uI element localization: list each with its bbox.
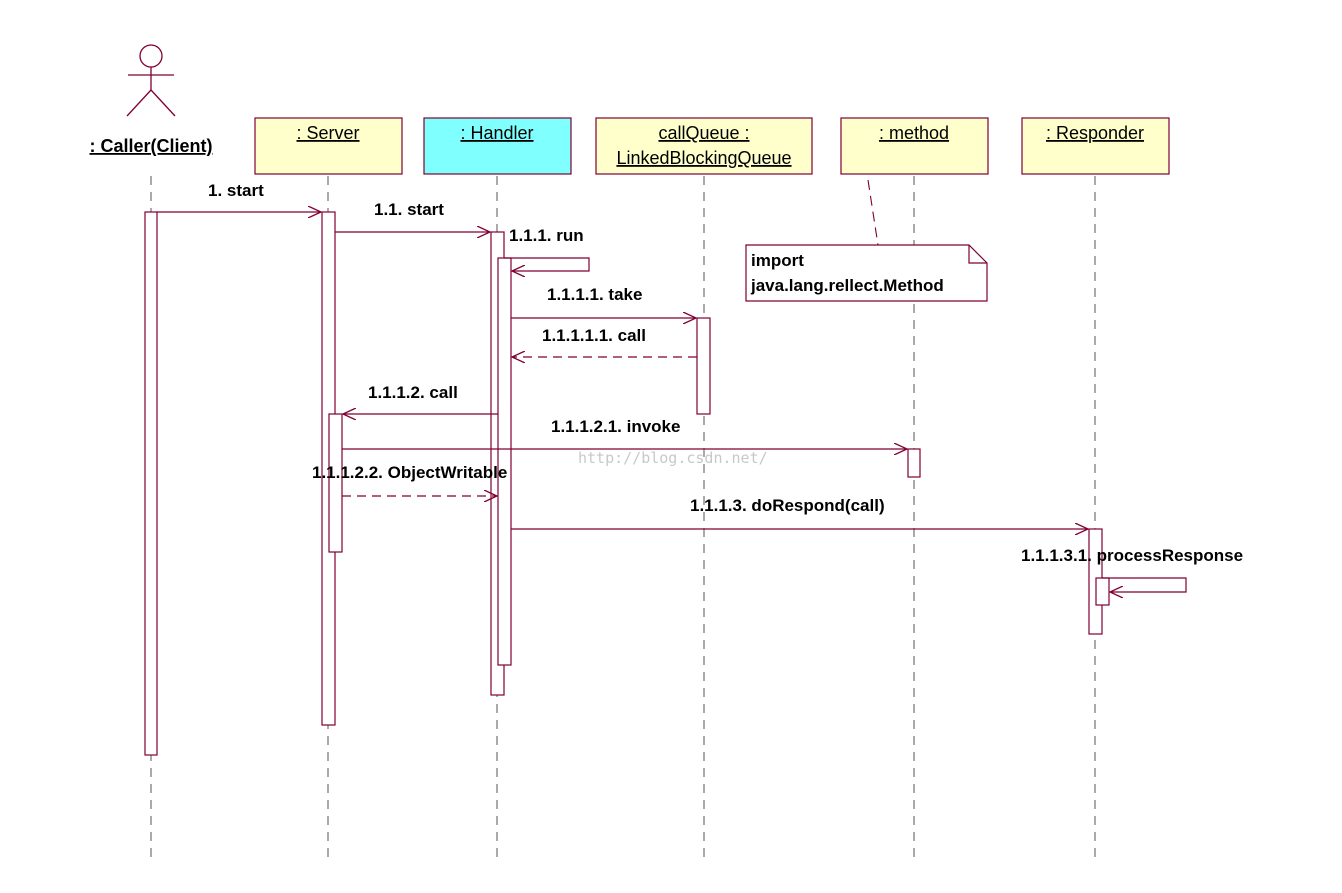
object-server: : Server <box>254 117 403 175</box>
watermark: http://blog.csdn.net/ <box>578 449 768 467</box>
object-label-callqueue-1: callQueue : <box>658 123 749 143</box>
activation-server-nested <box>328 413 343 553</box>
activation-method <box>907 448 921 478</box>
object-method: : method <box>840 117 989 175</box>
actor-caller <box>126 44 176 117</box>
note-line-1: import <box>751 251 804 270</box>
message-label-1-1-1-2-1: 1.1.1.2.1. invoke <box>551 417 680 436</box>
message-label-1-1-1: 1.1.1. run <box>509 226 584 245</box>
note-import: import java.lang.rellect.Method <box>745 179 988 302</box>
message-label-1-1-1-1-1: 1.1.1.1.1. call <box>542 326 646 345</box>
object-label-handler: : Handler <box>460 123 533 143</box>
object-label-responder: : Responder <box>1046 123 1144 143</box>
activations <box>144 211 1110 756</box>
object-label-callqueue-2: LinkedBlockingQueue <box>616 148 791 168</box>
note-line-2: java.lang.rellect.Method <box>750 276 944 295</box>
message-label-1-1-1-1: 1.1.1.1. take <box>547 285 642 304</box>
activation-caller <box>144 211 158 756</box>
object-label-server: : Server <box>296 123 359 143</box>
message-label-1: 1. start <box>208 181 264 200</box>
object-responder: : Responder <box>1021 117 1170 175</box>
message-label-1-1-1-3-1: 1.1.1.3.1. processResponse <box>1021 546 1243 565</box>
object-label-method: : method <box>879 123 949 143</box>
activation-callqueue <box>696 317 711 415</box>
activation-handler-nested <box>497 257 512 666</box>
object-handler: : Handler <box>423 117 572 175</box>
message-label-1-1: 1.1. start <box>374 200 444 219</box>
message-arrow-1-1-1 <box>504 257 590 271</box>
actor-label: : Caller(Client) <box>89 136 212 156</box>
object-callqueue: callQueue : LinkedBlockingQueue <box>595 117 813 175</box>
activation-responder-nested <box>1095 577 1110 606</box>
messages <box>157 212 1187 592</box>
message-label-1-1-1-3: 1.1.1.3. doRespond(call) <box>690 496 885 515</box>
message-label-1-1-1-2: 1.1.1.2. call <box>368 383 458 402</box>
message-arrow-1-1-1-3-1 <box>1102 577 1187 592</box>
note-connector <box>867 179 879 246</box>
message-label-1-1-1-2-2: 1.1.1.2.2. ObjectWritable <box>312 463 507 482</box>
